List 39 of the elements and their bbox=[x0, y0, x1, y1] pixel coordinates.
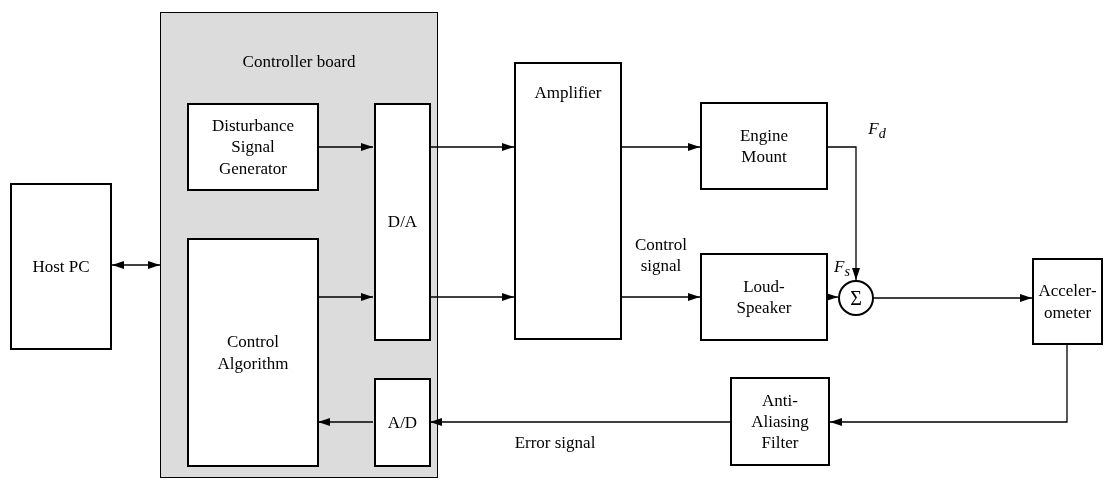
block-label: Loud-Speaker bbox=[735, 275, 793, 319]
block-label: Engine Mount bbox=[738, 124, 790, 168]
sigma-symbol: Σ bbox=[850, 285, 862, 311]
arrow bbox=[826, 293, 839, 301]
block-label: Disturbance Signal Generator bbox=[210, 115, 296, 179]
arrow bbox=[111, 261, 161, 269]
arrow bbox=[429, 143, 515, 151]
block-label: Control Algorithm bbox=[216, 331, 290, 374]
block bbox=[700, 102, 828, 190]
block-label: D/A bbox=[387, 211, 418, 233]
arrow bbox=[621, 143, 701, 151]
arrow bbox=[827, 146, 860, 281]
block bbox=[187, 238, 319, 467]
block bbox=[374, 103, 431, 341]
block bbox=[700, 253, 828, 341]
block bbox=[374, 378, 431, 467]
block bbox=[10, 183, 112, 350]
force-symbol: F$_{s}$ bbox=[833, 256, 851, 282]
block-label: A/D bbox=[387, 411, 418, 434]
block bbox=[187, 103, 319, 191]
arrow bbox=[429, 418, 731, 426]
arrow bbox=[873, 294, 1033, 302]
block-label: Host PC bbox=[32, 255, 90, 278]
arrow bbox=[621, 293, 701, 301]
summing-junction bbox=[838, 280, 874, 316]
block-label: Acceler-ometer bbox=[1037, 280, 1098, 323]
arrow bbox=[317, 418, 374, 426]
force-symbol: F$_{d}$ bbox=[867, 118, 887, 144]
block bbox=[514, 62, 622, 340]
block-label: Anti-Aliasing Filter bbox=[750, 389, 810, 454]
block bbox=[730, 377, 830, 466]
block bbox=[1032, 258, 1103, 345]
arrow bbox=[429, 293, 515, 301]
block-label: Amplifier bbox=[534, 82, 602, 104]
board-panel bbox=[160, 12, 438, 478]
arrow bbox=[317, 293, 374, 301]
arrow bbox=[829, 344, 1068, 426]
panel-heading: Controller board bbox=[242, 51, 356, 73]
arrow bbox=[317, 143, 374, 151]
